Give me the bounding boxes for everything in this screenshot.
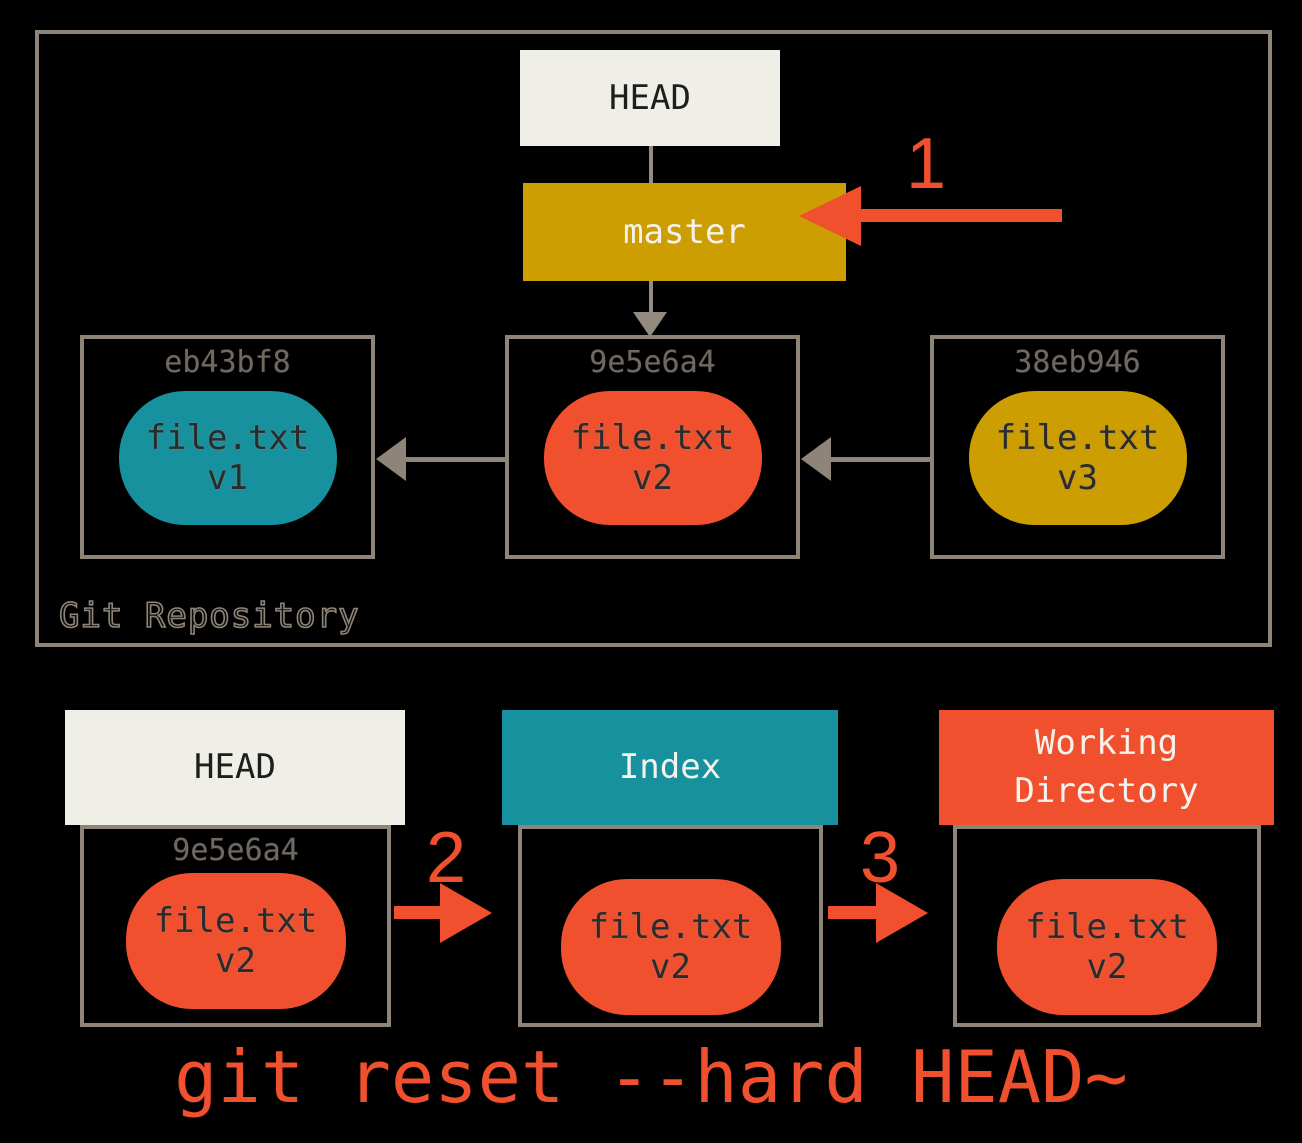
index-area-body: file.txt v2 bbox=[518, 825, 823, 1027]
git-repository-box: Git Repository bbox=[35, 30, 1272, 647]
step3-arrowhead-icon bbox=[876, 883, 928, 943]
master-branch-box: master bbox=[523, 183, 846, 281]
master-branch-label: master bbox=[623, 212, 746, 252]
commit-hash: 38eb946 bbox=[1014, 345, 1141, 380]
commit-parent-arrow-shaft bbox=[406, 457, 507, 462]
step2-arrowhead-icon bbox=[440, 883, 492, 943]
working-directory-area-title: Working Directory bbox=[1014, 722, 1199, 811]
file-name: file.txt bbox=[570, 417, 735, 458]
file-version: v2 bbox=[650, 947, 691, 987]
file-version: v2 bbox=[632, 458, 673, 498]
file-name: file.txt bbox=[1025, 906, 1189, 947]
commit-hash: 9e5e6a4 bbox=[589, 345, 716, 380]
file-version: v1 bbox=[207, 458, 248, 498]
file-name: file.txt bbox=[153, 900, 318, 941]
working-directory-area-header: Working Directory bbox=[939, 710, 1274, 825]
file-blob: file.txt v1 bbox=[118, 391, 337, 525]
step1-label: 1 bbox=[905, 124, 947, 204]
master-to-commit-arrow-shaft bbox=[649, 281, 653, 314]
step3-arrow-shaft bbox=[828, 906, 880, 919]
file-version: v2 bbox=[1086, 947, 1128, 987]
head-ref-box: HEAD bbox=[520, 50, 780, 146]
file-version: v2 bbox=[215, 941, 256, 981]
commit-box-38eb946: 38eb946 file.txt v3 bbox=[930, 335, 1225, 559]
commit-parent-arrowhead-icon bbox=[376, 437, 406, 481]
step1-arrowhead-icon bbox=[799, 186, 861, 246]
head-to-master-connector bbox=[649, 146, 653, 183]
file-version: v3 bbox=[1057, 458, 1098, 498]
head-ref-label: HEAD bbox=[609, 78, 691, 118]
commit-box-9e5e6a4: 9e5e6a4 file.txt v2 bbox=[505, 335, 800, 559]
master-to-commit-arrowhead-icon bbox=[633, 312, 667, 337]
file-name: file.txt bbox=[995, 417, 1160, 458]
head-area-header: HEAD bbox=[65, 710, 405, 825]
head-area-body: 9e5e6a4 file.txt v2 bbox=[80, 825, 391, 1027]
step3-label: 3 bbox=[859, 818, 901, 898]
step1-arrow-shaft bbox=[858, 209, 1062, 222]
head-area-title: HEAD bbox=[194, 746, 276, 787]
file-blob: file.txt v2 bbox=[560, 879, 781, 1015]
commit-hash: eb43bf8 bbox=[164, 345, 291, 380]
step2-label: 2 bbox=[425, 818, 467, 898]
commit-parent-arrowhead-icon bbox=[801, 437, 831, 481]
index-area-header: Index bbox=[502, 710, 838, 825]
file-name: file.txt bbox=[145, 417, 310, 458]
file-blob: file.txt v2 bbox=[543, 391, 762, 525]
commit-box-eb43bf8: eb43bf8 file.txt v1 bbox=[80, 335, 375, 559]
index-area-title: Index bbox=[618, 746, 722, 787]
file-blob: file.txt v3 bbox=[968, 391, 1187, 525]
working-directory-area-body: file.txt v2 bbox=[953, 825, 1261, 1027]
commit-parent-arrow-shaft bbox=[831, 457, 932, 462]
file-blob: file.txt v2 bbox=[997, 879, 1217, 1015]
file-name: file.txt bbox=[588, 906, 753, 947]
step2-arrow-shaft bbox=[394, 906, 446, 919]
file-blob: file.txt v2 bbox=[125, 873, 346, 1009]
git-repository-label: Git Repository bbox=[58, 595, 360, 637]
head-area-hash: 9e5e6a4 bbox=[172, 833, 299, 868]
git-command-caption: git reset --hard HEAD~ bbox=[174, 1035, 1128, 1119]
